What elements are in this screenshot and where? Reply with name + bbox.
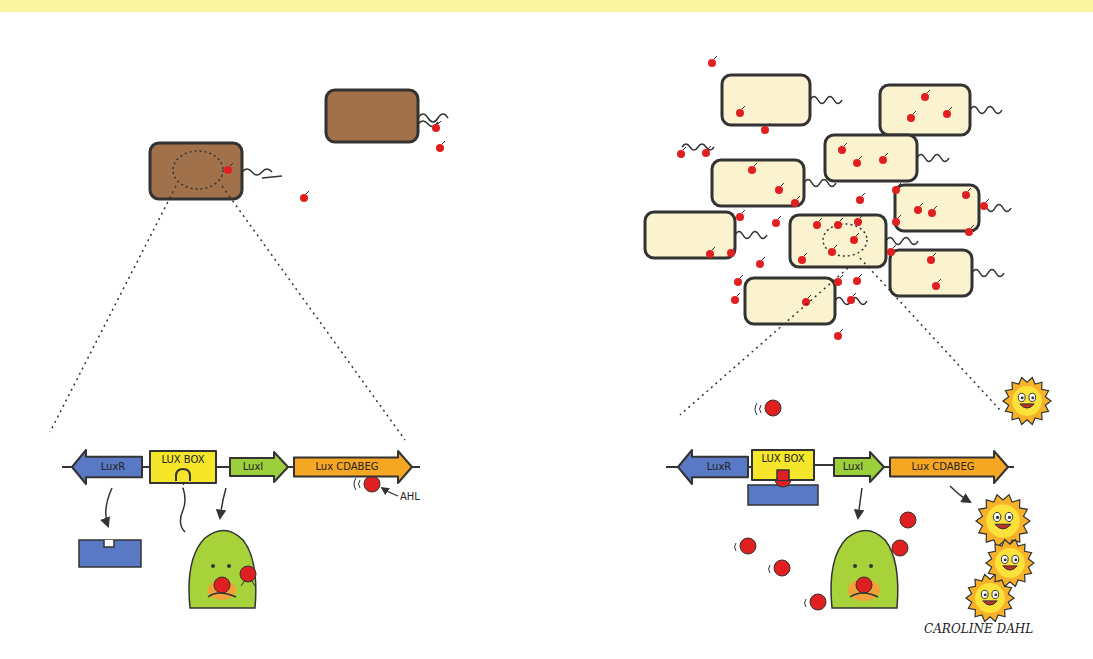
right-products — [680, 258, 1000, 610]
cells-high-density — [645, 75, 1011, 324]
ahl-dot — [854, 218, 862, 226]
ahl-dot — [856, 196, 864, 204]
ahl-dot — [677, 150, 685, 158]
cell — [880, 85, 970, 135]
gene-name: LuxI — [243, 462, 264, 472]
ahl-dot — [756, 260, 764, 268]
ahl-dot — [791, 199, 799, 207]
ahl-dot — [734, 278, 742, 286]
artist-signature: CAROLINE DAHL — [924, 622, 1033, 636]
ahl-dot — [731, 296, 739, 304]
ahl-dot — [853, 277, 861, 285]
ahl-dot — [727, 249, 735, 257]
cell — [825, 135, 917, 181]
ahl-dot — [736, 109, 744, 117]
ahl-dot — [772, 219, 780, 227]
ahl-dot — [850, 236, 858, 244]
cell — [722, 75, 810, 125]
ahl-dot — [798, 256, 806, 264]
ahl-dot — [708, 59, 716, 67]
cells-low-density — [50, 90, 448, 440]
gene-arrow: LuxR — [678, 450, 748, 484]
light-suns — [966, 378, 1051, 622]
ahl-dot — [907, 114, 915, 122]
ahl-dot — [432, 124, 440, 132]
gene-arrow: LuxI — [230, 452, 288, 482]
ahl-dot — [965, 228, 973, 236]
gene-arrow: LuxR — [72, 450, 142, 484]
ahl-dot — [932, 282, 940, 290]
ahl-dot — [702, 149, 710, 157]
cell — [745, 278, 835, 324]
gene-name: Lux CDABEG — [315, 462, 378, 472]
cell — [895, 185, 979, 231]
gene-arrow: LuxI — [834, 452, 884, 482]
dna-segment — [216, 466, 230, 468]
dna-segment — [814, 464, 834, 466]
lux-box: LUX BOX — [150, 451, 216, 483]
ahl-dot — [828, 248, 836, 256]
ahl-dot — [962, 191, 970, 199]
ahl-dots — [224, 56, 989, 340]
ahl-dot — [300, 194, 308, 202]
ahl-dot — [706, 250, 714, 258]
cell — [712, 160, 804, 206]
dna-segment — [142, 466, 150, 468]
ahl-dot — [853, 159, 861, 167]
ahl-dot — [921, 93, 929, 101]
cell — [790, 215, 886, 267]
cell — [645, 212, 735, 258]
ahl-dot — [980, 202, 988, 210]
ahl-dot — [838, 146, 846, 154]
left-products — [79, 476, 398, 608]
ahl-dot — [224, 166, 232, 174]
ahl-dot — [892, 186, 900, 194]
gene-arrow: Lux CDABEG — [890, 451, 1008, 483]
ahl-dot — [736, 213, 744, 221]
gene-name: LUX BOX — [161, 455, 204, 465]
ahl-dot — [834, 221, 842, 229]
ahl-dot — [834, 278, 842, 286]
ahl-dot — [928, 209, 936, 217]
ahl-dot — [748, 166, 756, 174]
ahl-dot — [892, 218, 900, 226]
sun — [986, 540, 1034, 587]
lux-box: LUX BOX — [752, 450, 814, 480]
sun — [1003, 378, 1051, 425]
ahl-dot — [761, 126, 769, 134]
ahl-dot — [927, 256, 935, 264]
gene-name: Lux CDABEG — [911, 462, 974, 472]
ahl-dot — [914, 206, 922, 214]
ahl-dot — [775, 186, 783, 194]
ahl-dot — [834, 332, 842, 340]
gene-name: LuxR — [707, 462, 732, 472]
ahl-dot — [887, 248, 895, 256]
sun — [976, 495, 1030, 548]
ahl-dot — [436, 144, 444, 152]
gene-name: LuxR — [101, 462, 126, 472]
gene-name: LUX BOX — [761, 454, 804, 464]
ahl-dot — [813, 221, 821, 229]
ahl-label: AHL — [400, 491, 420, 502]
top-band — [0, 0, 1093, 12]
ahl-dot — [943, 110, 951, 118]
gene-name: LuxI — [843, 462, 864, 472]
ahl-dot — [847, 296, 855, 304]
gene-arrow: Lux CDABEG — [294, 451, 412, 483]
ahl-dot — [879, 156, 887, 164]
cell — [890, 250, 972, 296]
